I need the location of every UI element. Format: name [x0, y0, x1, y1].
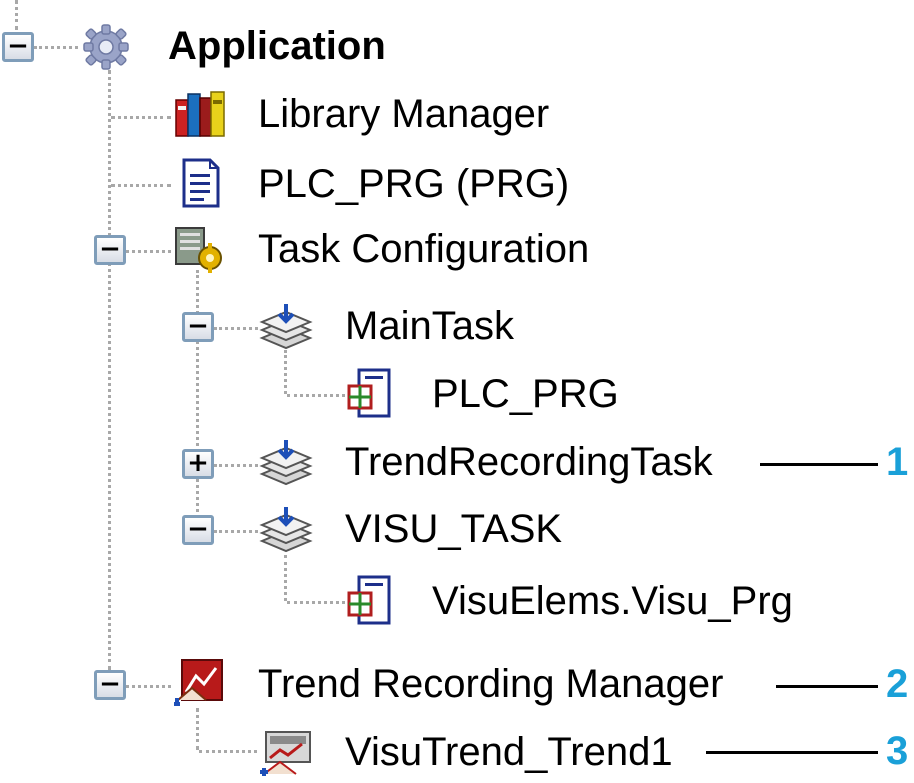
tree-item-visu-trend[interactable]: VisuTrend_Trend1 [345, 730, 673, 774]
tree-connector [196, 270, 199, 530]
collapse-toggle-application[interactable]: − [2, 32, 34, 62]
tree-item-main-task[interactable]: MainTask [345, 304, 514, 348]
collapse-toggle-visu-task[interactable]: − [182, 515, 214, 545]
tree-item-trend-recording-task[interactable]: TrendRecordingTask [345, 440, 713, 484]
tree-connector [284, 555, 287, 601]
tree-item-application[interactable]: Application [168, 24, 386, 68]
program-call-icon [345, 368, 401, 418]
tree-connector [284, 350, 287, 394]
books-icon [172, 88, 228, 138]
callout-3-line [706, 751, 878, 754]
tree-connector [214, 464, 258, 467]
tree-item-library-manager[interactable]: Library Manager [258, 92, 550, 136]
tree-connector [287, 601, 345, 604]
task-stack-icon [258, 505, 314, 555]
tree-connector [34, 46, 78, 49]
program-call-icon [345, 575, 401, 625]
trend-icon [258, 728, 314, 778]
task-stack-icon [258, 302, 314, 352]
collapse-toggle-task-configuration[interactable]: − [94, 235, 126, 265]
callout-1-number: 1 [886, 440, 909, 484]
tree-connector [111, 184, 171, 187]
tree-item-trend-recording-manager[interactable]: Trend Recording Manager [258, 662, 724, 706]
callout-2-number: 2 [886, 662, 909, 706]
tree-connector [108, 70, 111, 670]
callout-3-number: 3 [886, 729, 909, 773]
callout-2-line [776, 685, 878, 688]
tree-connector [126, 685, 171, 688]
tree-item-main-task-plc-prg[interactable]: PLC_PRG [432, 372, 619, 416]
tree-connector [111, 116, 171, 119]
tree-item-visu-prg[interactable]: VisuElems.Visu_Prg [432, 579, 793, 623]
gear-icon [78, 22, 134, 72]
tree-connector [196, 708, 199, 750]
callout-1-line [760, 463, 878, 466]
tree-connector [214, 530, 258, 533]
tree-connector [126, 250, 171, 253]
tree-item-task-configuration[interactable]: Task Configuration [258, 227, 590, 271]
tree-connector [287, 394, 345, 397]
trend-manager-icon [172, 658, 228, 708]
document-icon [172, 158, 228, 208]
expand-toggle-trend-recording-task[interactable]: + [182, 449, 214, 479]
tree-connector [15, 0, 18, 30]
tree-connector [214, 327, 258, 330]
tree-connector [199, 750, 257, 753]
tree-item-visu-task[interactable]: VISU_TASK [345, 507, 563, 551]
task-stack-icon [258, 438, 314, 488]
task-configuration-icon [172, 224, 228, 274]
tree-item-plc-prg[interactable]: PLC_PRG (PRG) [258, 162, 570, 206]
collapse-toggle-main-task[interactable]: − [182, 312, 214, 342]
collapse-toggle-trend-recording-manager[interactable]: − [94, 670, 126, 700]
